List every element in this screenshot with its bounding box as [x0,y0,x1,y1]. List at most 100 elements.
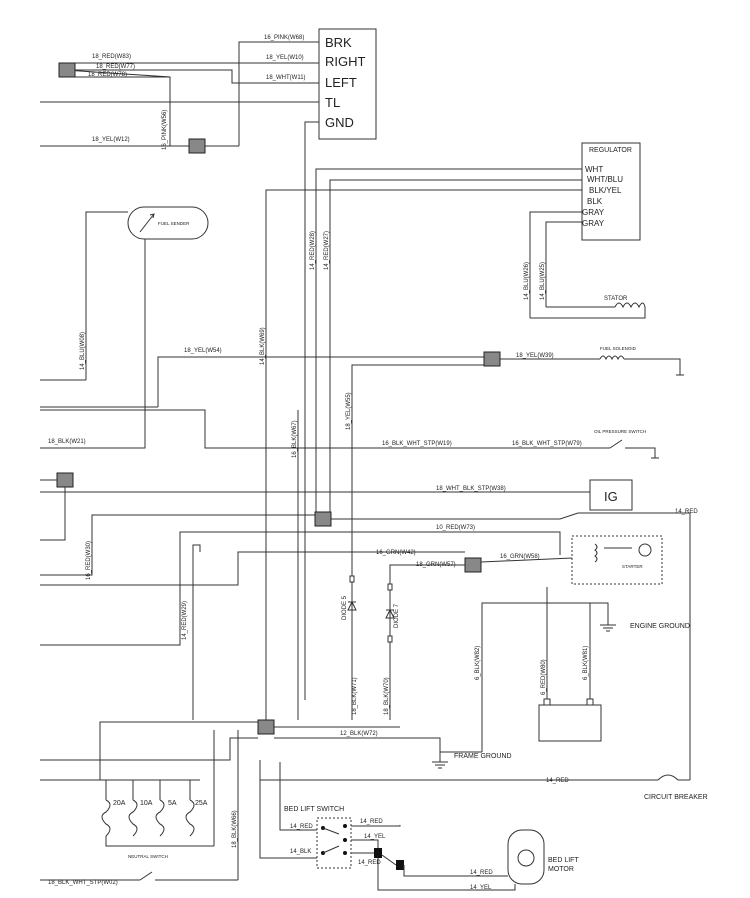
label-w30: 16_RED(W30) [86,541,92,580]
connector-w12 [188,138,206,154]
label-w29: 14_RED(W29) [182,601,188,640]
stator-coil [614,302,646,309]
label-w57: 18_GRN(W57) [416,562,456,568]
label-w38: 18_WHT_BLK_STP(W38) [436,486,506,492]
regulator-gray-1: GRAY [582,208,605,217]
label-w42: 16_GRN(W42) [376,550,416,556]
label-w55: 18_YEL(W55) [346,392,352,430]
fuel-sender [127,206,209,240]
label-w81: 6_BLK(W81) [583,646,589,680]
label-red14-switch: 14_RED [290,824,313,830]
label-w71: 18_BLK(W71) [352,677,358,715]
ignition-label: IG [604,489,618,504]
fuel-solenoid-coil [599,355,625,361]
light-switch-tl: TL [325,95,340,110]
regulator-title: REGULATOR [589,147,632,154]
label-w78: 18_RED(W78) [88,72,127,78]
circuit-breaker [657,774,679,781]
label-w82: 6_BLK(W82) [475,646,481,680]
fuel-solenoid-label: FUEL SOLENOID [600,346,637,351]
stator-label: STATOR [604,296,628,302]
label-w69: 14_BLK(W69) [260,327,266,365]
circuit-breaker-label: CIRCUIT BREAKER [644,794,708,801]
fuse-10a-label: 10A [140,800,153,807]
fuse-10a [128,799,138,837]
connector-left-mid [56,472,74,488]
label-w02: 18_BLK_WHT_STP(W02) [48,880,118,886]
label-w54: 18_YEL(W54) [184,348,222,354]
bed-lift-motor-label-1: BED LIFT [548,857,579,864]
label-w28: 14_RED(W28) [310,231,316,270]
diode-7 [385,608,395,619]
connector-w54 [483,351,501,367]
label-w68: 16_PINK(W68) [264,35,304,41]
label-w19: 16_BLK_WHT_STP(W19) [382,441,452,447]
label-w26: 14_BLU(W26) [524,262,530,300]
fuse-25a [185,799,195,837]
label-w56: 16_PINK(W56) [162,110,168,150]
bed-lift-connector-a [374,848,382,858]
regulator-wht: WHT [585,165,603,174]
label-yel14-motor: 14_YEL [470,885,492,891]
fuse-25a-label: 25A [195,800,208,807]
connector-center [314,511,332,527]
fuel-sender-label: FUEL SENDER [158,221,190,226]
bed-lift-motor-label-2: MOTOR [548,866,574,873]
label-w77: 18_RED(W77) [96,64,135,70]
label-yel14-switch: 14_YEL [364,834,386,840]
oil-pressure-switch-label: OIL PRESSURE SWITCH [594,429,646,434]
starter-block [571,535,663,585]
label-red14-switch-b: 14_RED [360,819,383,825]
bed-lift-motor [507,829,545,885]
label-red14-top: 14_RED [675,509,698,515]
light-switch-right: RIGHT [325,54,366,69]
light-switch-brk: BRK [325,35,352,50]
regulator-gray-2: GRAY [582,219,605,228]
label-w66: 18_BLK(W66) [232,810,238,848]
ignition-block [589,479,633,511]
label-w11: 18_WHT(W11) [266,75,306,81]
label-w83: 18_RED(W83) [92,54,131,60]
label-w79: 16_BLK_WHT_STP(W79) [512,441,582,447]
regulator-blk-yel: BLK/YEL [589,186,622,195]
label-w58: 16_GRN(W58) [500,554,540,560]
fuse-20a-label: 20A [113,800,126,807]
light-switch-block [318,28,377,140]
starter-label: STARTER [622,564,643,569]
label-blk14-switch: 14_BLK [290,849,311,855]
starter-motor [638,543,652,557]
connector-lower [257,719,275,735]
connector-green [464,557,482,573]
label-w10: 18_YEL(W10) [266,55,304,61]
frame-ground-label: FRAME GROUND [454,753,512,760]
label-w72: 12_BLK(W72) [340,731,378,737]
regulator-block [581,142,641,241]
diode-5 [347,600,357,611]
label-w08: 14_BLU(W08) [80,332,86,370]
regulator-wht-blu: WHT/BLU [587,175,623,184]
label-w25: 14_BLU(W25) [540,262,546,300]
label-w39: 18_YEL(W39) [516,353,554,359]
label-red14-motor: 14_RED [470,870,493,876]
neutral-switch-label: NEUTRAL SWITCH [128,854,168,859]
engine-ground-label: ENGINE GROUND [630,623,690,630]
battery [538,704,602,742]
light-switch-left: LEFT [325,75,357,90]
label-red14-switch-c: 14_RED [358,860,381,866]
fuse-20a [101,799,111,837]
fuse-5a-label: 5A [168,800,177,807]
label-red14-breaker: 14_RED [546,778,569,784]
light-switch-gnd: GND [325,115,354,130]
label-w70: 18_BLK(W70) [384,677,390,715]
connector-top-left [58,62,76,78]
label-w27: 14_RED(W27) [324,231,330,270]
label-w21: 18_BLK(W21) [48,439,86,445]
bed-lift-switch-label: BED LIFT SWITCH [284,806,344,813]
fuse-5a [155,799,165,837]
diode-7-label: DIODE 7 [394,603,400,628]
label-w80: 6_RED(W80) [541,659,547,695]
regulator-blk: BLK [587,197,603,206]
label-w67: 16_BLK(W67) [292,420,298,458]
bed-lift-connector-b [396,860,404,870]
